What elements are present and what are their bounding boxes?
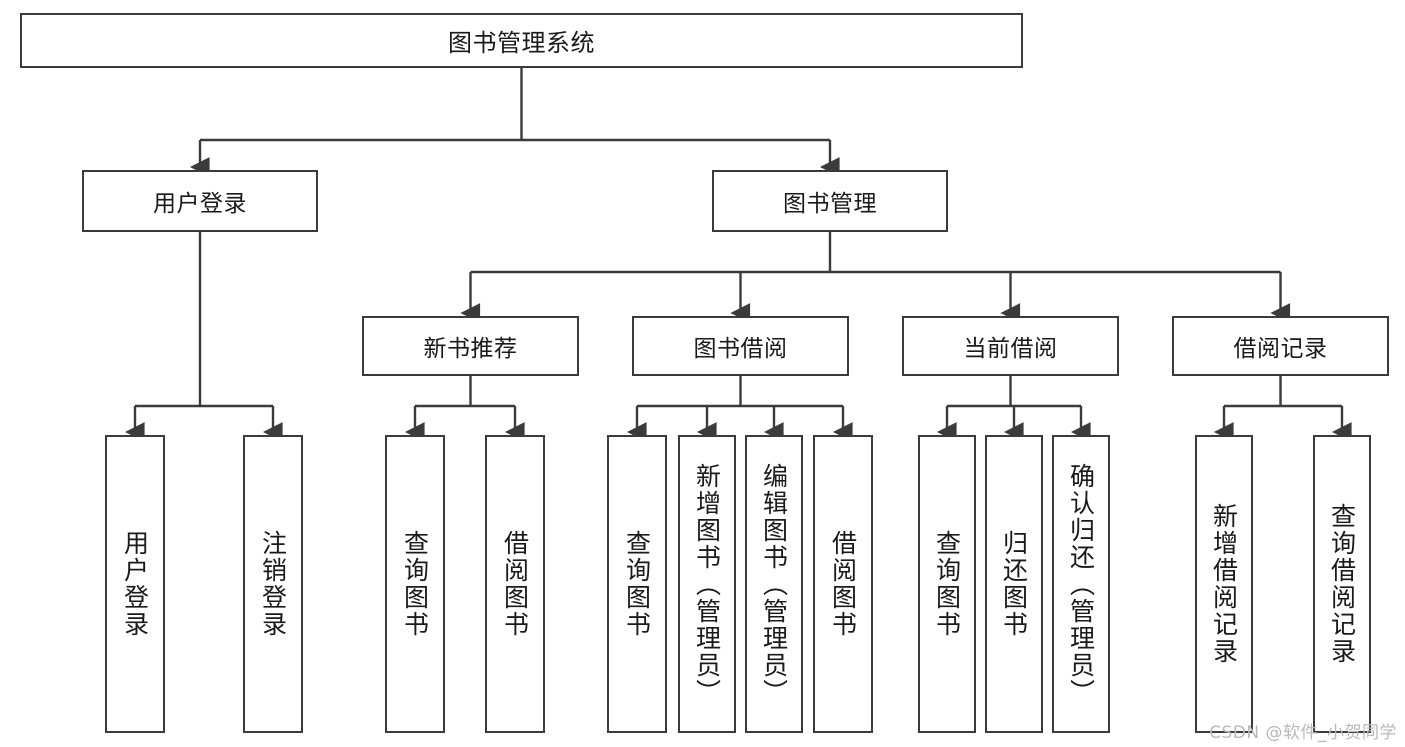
node-label: 注销登录 <box>258 530 288 638</box>
node-l11[interactable]: 确认归还（管理员） <box>1052 435 1110 733</box>
node-l2[interactable]: 注销登录 <box>243 435 303 733</box>
node-current[interactable]: 当前借阅 <box>902 316 1119 376</box>
node-label: 查询图书 <box>932 530 962 638</box>
node-label: 借阅图书 <box>500 530 530 638</box>
node-records[interactable]: 借阅记录 <box>1172 316 1389 376</box>
node-label: 借阅记录 <box>1233 336 1328 362</box>
node-bookmgmt[interactable]: 图书管理 <box>712 170 948 232</box>
node-label: 新书推荐 <box>423 336 518 362</box>
node-l5[interactable]: 查询图书 <box>607 435 667 733</box>
node-label: 查询借阅记录 <box>1327 503 1357 665</box>
node-label: 用户登录 <box>153 191 247 217</box>
node-label: 查询图书 <box>400 530 430 638</box>
node-borrow[interactable]: 图书借阅 <box>632 316 849 376</box>
node-l8[interactable]: 借阅图书 <box>813 435 873 733</box>
node-login[interactable]: 用户登录 <box>82 170 318 232</box>
node-label: 借阅图书 <box>828 530 858 638</box>
node-label: 图书管理系统 <box>448 29 595 57</box>
node-root[interactable]: 图书管理系统 <box>20 13 1023 68</box>
node-l4[interactable]: 借阅图书 <box>485 435 545 733</box>
node-newbook[interactable]: 新书推荐 <box>362 316 579 376</box>
node-label: 归还图书 <box>999 530 1029 638</box>
node-label: 图书管理 <box>783 191 877 217</box>
node-label: 查询图书 <box>622 530 652 638</box>
node-l12[interactable]: 新增借阅记录 <box>1195 435 1253 733</box>
node-l13[interactable]: 查询借阅记录 <box>1313 435 1371 733</box>
node-label: 确认归还（管理员） <box>1066 462 1096 706</box>
node-label: 当前借阅 <box>963 336 1058 362</box>
node-label: 用户登录 <box>120 530 150 638</box>
node-label: 新增图书（管理员） <box>692 462 722 706</box>
node-l9[interactable]: 查询图书 <box>918 435 976 733</box>
node-l7[interactable]: 编辑图书（管理员） <box>745 435 803 733</box>
node-label: 图书借阅 <box>693 336 788 362</box>
watermark-text: CSDN @软件_小贺同学 <box>1209 723 1397 743</box>
node-label: 编辑图书（管理员） <box>759 462 789 706</box>
node-l1[interactable]: 用户登录 <box>105 435 165 733</box>
node-label: 新增借阅记录 <box>1209 503 1239 665</box>
node-l3[interactable]: 查询图书 <box>385 435 445 733</box>
node-l10[interactable]: 归还图书 <box>985 435 1043 733</box>
node-l6[interactable]: 新增图书（管理员） <box>678 435 736 733</box>
